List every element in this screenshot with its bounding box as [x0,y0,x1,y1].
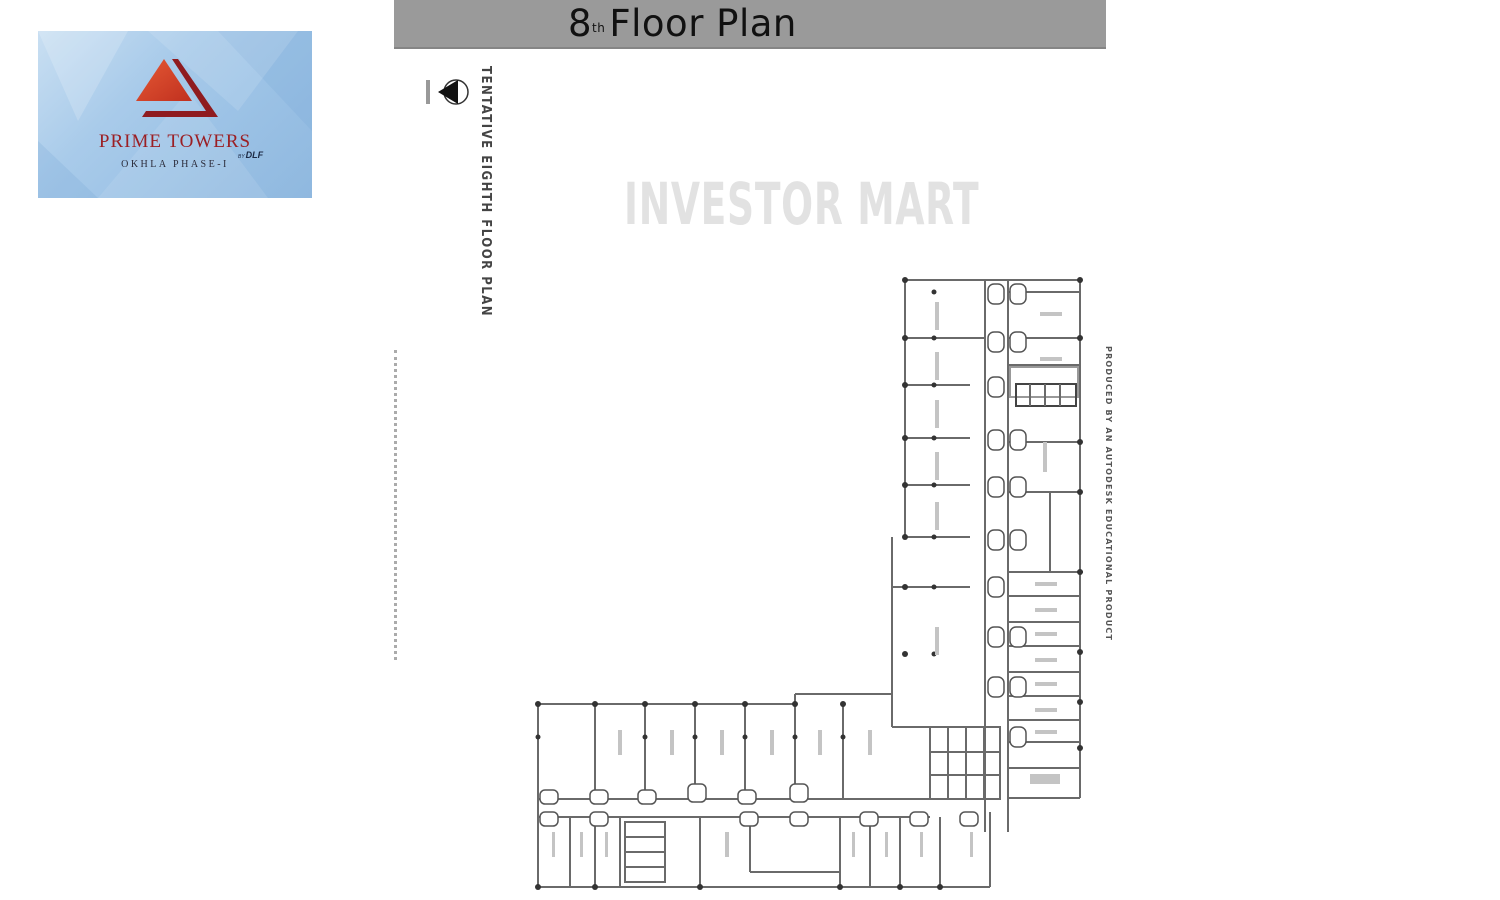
triangle-logo-icon [136,59,218,117]
project-location: OKHLA PHASE-I [121,159,229,170]
brand-name: PRIME TOWERS [98,131,252,152]
rotated-plan-title: TENTATIVE EIGHTH FLOOR PLAN [478,66,493,318]
left-margin-note [394,350,405,660]
north-arrow-icon [426,79,469,105]
logo-background-facets [38,31,312,198]
watermark: INVESTOR MART [624,170,980,238]
project-logo: PRIME TOWERS BYDLF OKHLA PHASE-I [38,31,312,198]
developer-badge: BYDLF [238,150,264,160]
floor-plan-drawing [535,277,1083,890]
